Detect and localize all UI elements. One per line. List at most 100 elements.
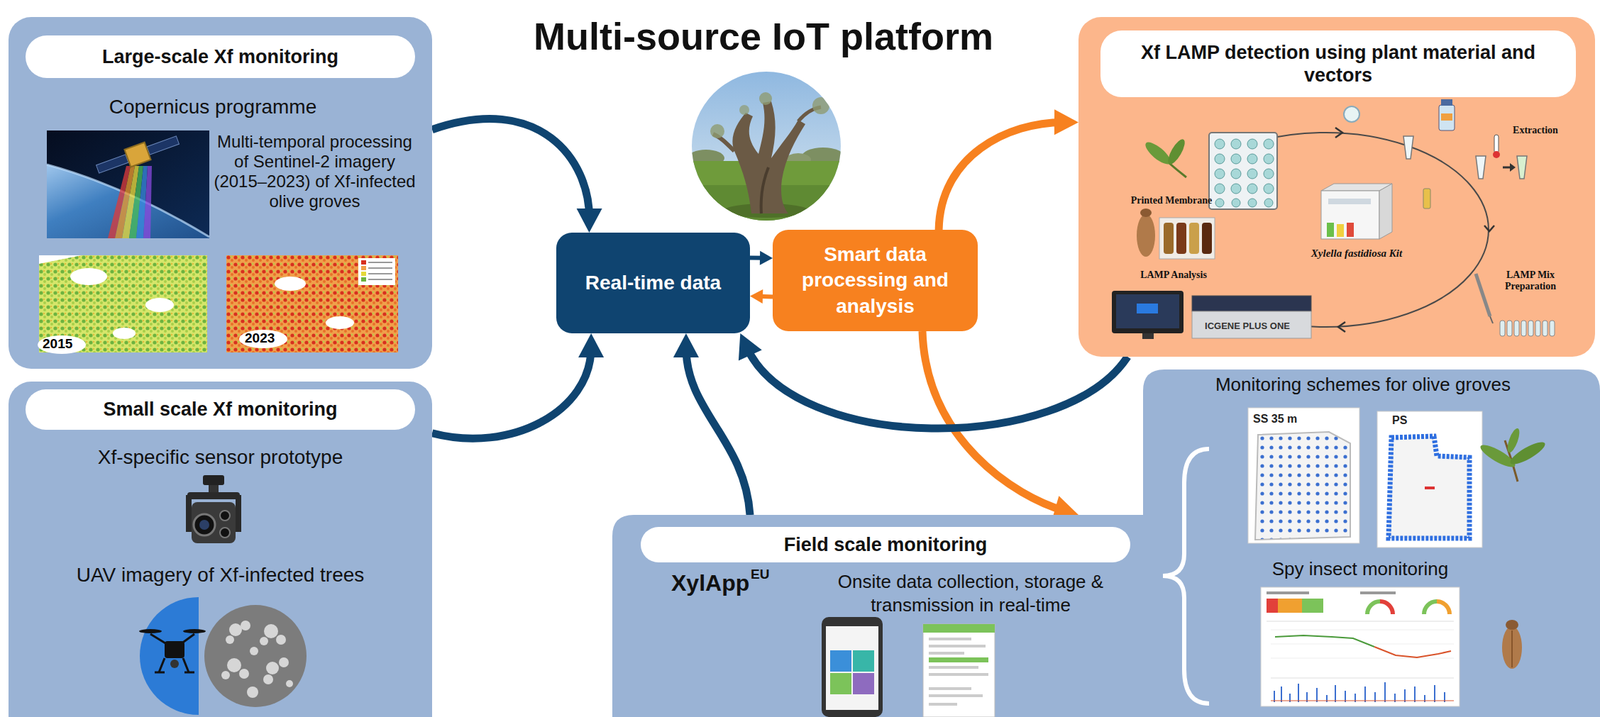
illustration-part (1159, 217, 1215, 259)
arrow-head (1054, 109, 1079, 135)
illustration-part (830, 673, 852, 695)
illustration-part (1214, 139, 1225, 150)
illustration-part (1414, 686, 1416, 703)
illustration-part (226, 255, 399, 353)
illustration-part (928, 703, 958, 706)
illustration-part (185, 475, 242, 544)
connector-line (938, 122, 1065, 230)
illustration-part (1270, 701, 1454, 702)
illustration-part (1377, 411, 1483, 548)
illustration-part (1499, 320, 1505, 337)
illustration-part (1266, 591, 1310, 595)
illustration-part (1441, 113, 1453, 121)
process-box: Smart data processing and analysis (772, 229, 978, 332)
illustration-part (825, 626, 879, 711)
illustration-part (246, 686, 259, 699)
illustration-part (1116, 294, 1180, 329)
illustration-part (1535, 320, 1541, 337)
illustration-part (1494, 134, 1499, 154)
illustration-part (1264, 198, 1273, 208)
illustration-part (923, 624, 995, 633)
part-label: LAMP Mix Preparation (1494, 269, 1566, 293)
illustration-part (226, 255, 399, 353)
illustration-part (368, 267, 393, 269)
illustration-part (830, 650, 852, 672)
illustration-part (1297, 683, 1300, 703)
illustration-part (1214, 183, 1225, 194)
illustration-part (1404, 689, 1406, 703)
illustration-part (1280, 686, 1283, 703)
illustration-part (1380, 601, 1393, 615)
arrow-head (738, 333, 763, 361)
connector (432, 333, 604, 439)
illustration-part (1403, 136, 1414, 159)
illustration-part (185, 495, 192, 533)
illustration-part (710, 124, 725, 139)
illustration-part (1328, 198, 1371, 205)
illustration-part (1270, 630, 1454, 631)
illustration-part (1316, 688, 1318, 703)
illustration-part (1475, 156, 1486, 179)
illustration-part (1433, 685, 1436, 703)
part-label: LAMP Analysis (1127, 269, 1220, 281)
illustration-part (1189, 222, 1200, 255)
illustration-part (124, 142, 151, 168)
illustration-part (154, 671, 165, 675)
monitoring-panel: Large-scale Xf monitoringCopernicus prog… (8, 17, 433, 369)
illustration-part (852, 650, 875, 672)
illustration-part (219, 527, 230, 538)
illustration-part (249, 647, 259, 656)
illustration-part (221, 620, 294, 699)
connector-line (432, 347, 592, 439)
illustration-part (170, 659, 179, 669)
illustration-part (146, 136, 179, 155)
illustration-part (204, 605, 307, 708)
panel-text: UAV imagery of Xf-infected trees (8, 563, 433, 588)
illustration-part (1247, 168, 1258, 179)
illustration-part (739, 105, 750, 115)
illustration-part (1247, 183, 1258, 194)
panel-text: Xf-specific sensor prototype (8, 445, 433, 470)
illustration-part (239, 669, 250, 680)
illustration-part (1140, 208, 1152, 218)
arrow-head (576, 208, 603, 233)
illustration-part (1273, 682, 1446, 703)
illustration-part (361, 266, 367, 271)
illustration-part (191, 502, 236, 544)
illustration-part (107, 166, 152, 239)
illustration-part (691, 71, 841, 221)
connector-line (686, 347, 750, 516)
illustration-part (1263, 139, 1274, 150)
connector-line (432, 119, 590, 219)
illustration-part (276, 635, 286, 645)
panel-text: Copernicus programme (70, 95, 355, 120)
illustration-part (139, 629, 162, 634)
part-label: 2023 (244, 330, 295, 347)
illustration-part (1507, 320, 1513, 337)
illustration-part (732, 101, 806, 214)
illustration-part (612, 369, 1600, 717)
illustration-part (1270, 658, 1454, 660)
illustration-part (1438, 105, 1455, 131)
panel-text: Multi-temporal processing of Sentinel-2 … (213, 131, 416, 212)
illustration-part (1374, 647, 1451, 658)
illustration-part (928, 687, 972, 691)
illustration-part (368, 261, 393, 264)
illustration-part (274, 276, 306, 291)
illustration-part (187, 492, 240, 500)
illustration-part (1338, 322, 1346, 333)
illustration-part (1484, 225, 1495, 232)
illustration-part (184, 671, 195, 675)
illustration-part (94, 131, 181, 178)
illustration-part (1492, 151, 1500, 159)
illustration-part (1321, 190, 1380, 240)
illustration-part (928, 637, 972, 641)
illustration-part (1516, 156, 1527, 179)
illustration-part (145, 298, 174, 313)
illustration-part (139, 597, 199, 716)
illustration-part (1504, 427, 1522, 455)
illustration-part (1263, 153, 1274, 164)
illustration-part (1214, 153, 1225, 164)
illustration-part (1248, 407, 1360, 544)
illustration-part (368, 273, 393, 275)
